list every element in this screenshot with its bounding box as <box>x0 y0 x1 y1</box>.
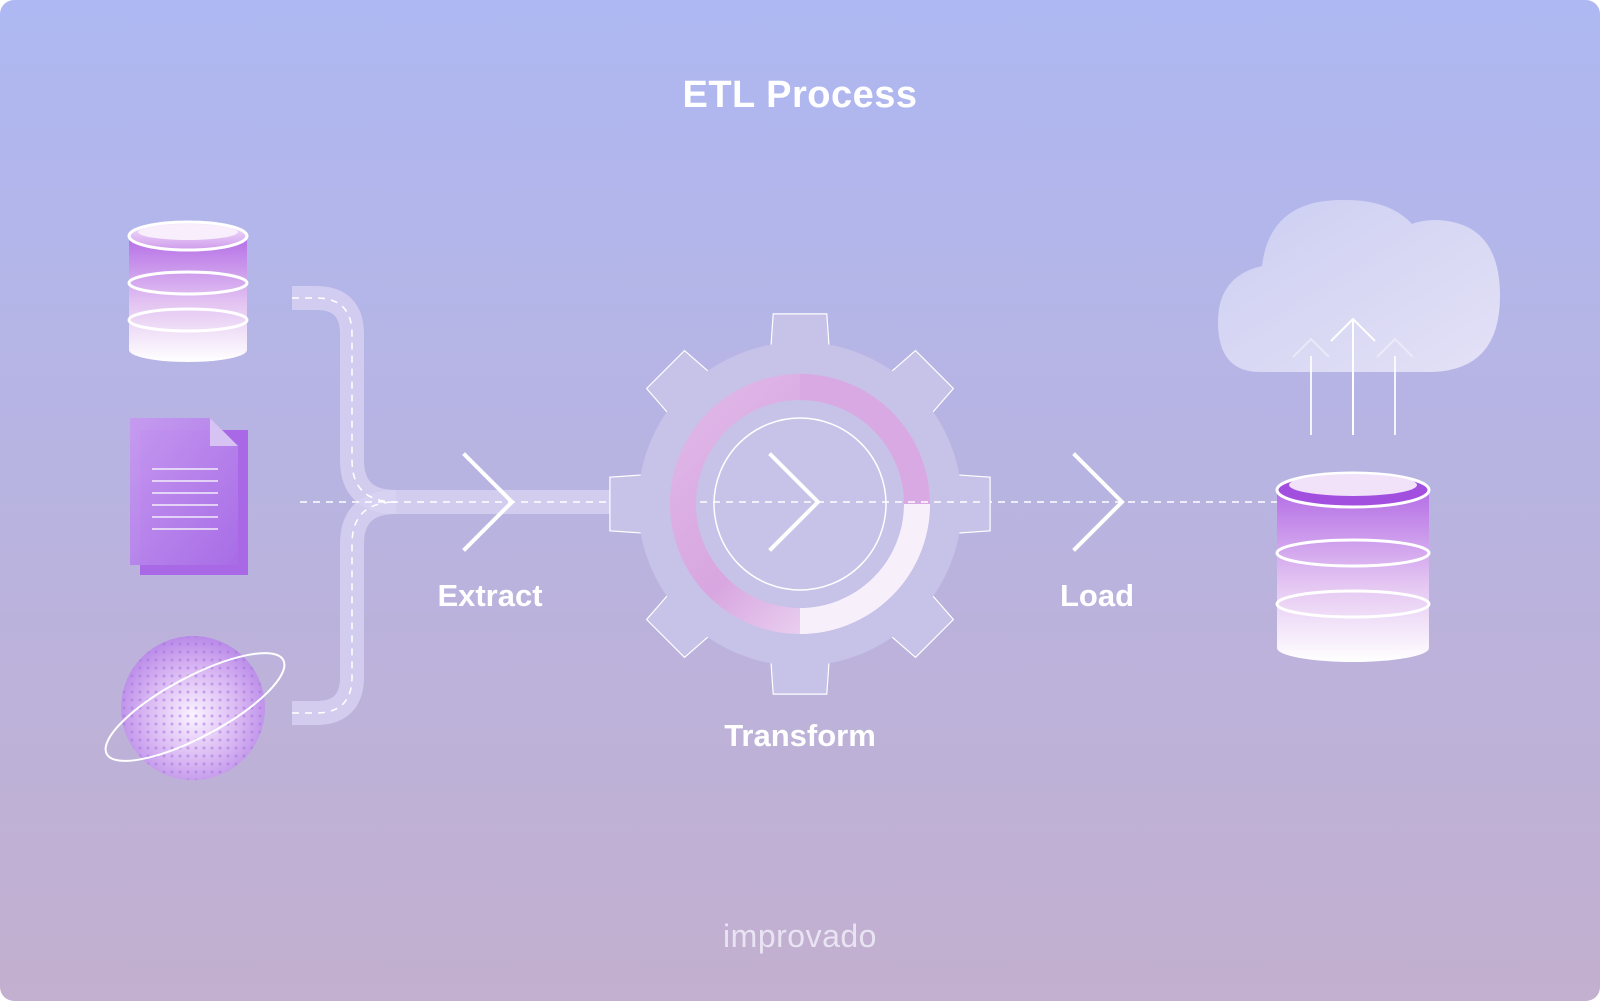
source-connector-pipes <box>292 286 620 725</box>
load-chevron-icon <box>1072 452 1125 552</box>
brand-logo: improvado <box>723 918 877 954</box>
gear-icon <box>609 313 991 695</box>
destination-database-icon <box>1275 471 1431 662</box>
upload-arrows-icon <box>1292 317 1414 435</box>
source-database-icon <box>127 220 249 362</box>
transform-chevron-icon <box>768 452 821 552</box>
stage-label-extract: Extract <box>437 578 543 613</box>
stage-label-load: Load <box>1059 578 1135 613</box>
document-icon <box>130 418 248 575</box>
extract-chevron-icon <box>462 452 515 552</box>
stage-label-transform: Transform <box>724 718 876 753</box>
cloud-icon <box>1218 199 1500 372</box>
planet-icon <box>104 636 286 780</box>
diagram-title: ETL Process <box>682 74 918 116</box>
